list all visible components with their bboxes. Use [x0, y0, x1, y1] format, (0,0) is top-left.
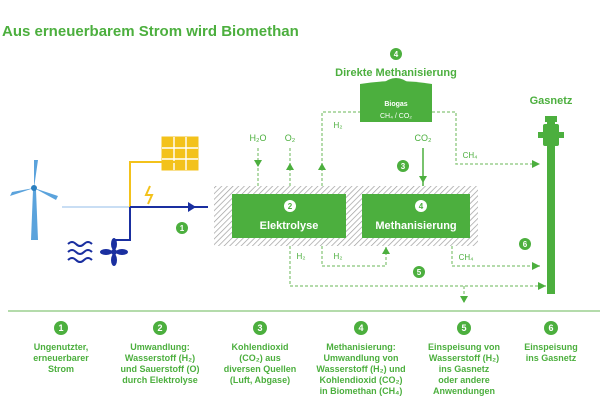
legend-line: Methanisierung: [326, 342, 396, 352]
biogas-to-grid-arrow [532, 160, 540, 168]
co2-arrow [419, 176, 427, 183]
h2-up-arrow [318, 163, 326, 170]
step-5-marker [413, 266, 425, 278]
legend-line: Umwandlung von [323, 353, 399, 363]
legend-item-5: 5 Einspeisung von Wasserstoff (H₂) ins G… [409, 318, 519, 397]
legend-line: (CO₂) aus [239, 353, 281, 363]
legend-line: Einspeisung von [427, 342, 500, 352]
direct-methanation-number: 4 [394, 50, 399, 59]
methanation-marker [415, 200, 427, 212]
legend-line: Einspeisung [524, 342, 578, 352]
methanation-label: Methanisierung [375, 220, 456, 232]
h2o-arrow [254, 160, 262, 167]
legend-text: Methanisierung: Umwandlung von Wassersto… [306, 342, 416, 397]
biogas-tank: Biogas CH₄ / CO₂ [360, 78, 432, 122]
h2-to-grid-line [289, 246, 546, 287]
legend-line: in Biomethan (CH₄) [319, 386, 403, 396]
h2-lower-left-label: H₂ [297, 252, 306, 261]
methanation-number: 4 [419, 202, 424, 211]
h2o-label: H₂O [250, 133, 267, 143]
legend-text: Ungenutzter, erneuerbarer Strom [6, 342, 116, 375]
h2-other-use-arrow [460, 296, 468, 303]
legend-line: Strom [47, 364, 74, 374]
legend-number: 5 [457, 321, 471, 335]
page-title: Aus erneuerbarem Strom wird Biomethan [2, 23, 299, 40]
gasnetz-label: Gasnetz [530, 95, 573, 107]
biogas-formula: CH₄ / CO₂ [380, 113, 412, 120]
gas-grid-pipe [538, 116, 564, 294]
wave-icon [67, 241, 93, 263]
step-3-marker [397, 160, 409, 172]
h2-lower-mid-label: H₂ [334, 252, 343, 261]
legend-text: Umwandlung: Wasserstoff (H₂) und Sauerst… [105, 342, 215, 386]
legend-line: Kohlendioxid (CO₂) [319, 375, 403, 385]
electrolysis-number: 2 [288, 202, 293, 211]
legend-line: Anwendungen [433, 386, 495, 396]
legend-line: ins Gasnetz [438, 364, 490, 374]
legend-line: (Luft, Abgase) [229, 375, 291, 385]
legend-item-6: 6 Einspeisung ins Gasnetz [496, 318, 606, 364]
legend-text: Kohlendioxid (CO₂) aus diversen Quellen … [205, 342, 315, 386]
o2-label: O₂ [285, 133, 296, 143]
biogas-label: Biogas [384, 101, 407, 108]
legend-number: 6 [544, 321, 558, 335]
step-6-number: 6 [523, 240, 528, 249]
legend-line: Umwandlung: [130, 342, 190, 352]
legend-line: Ungenutzter, [33, 342, 89, 352]
biogas-to-grid-line [432, 111, 540, 165]
step-1-marker [176, 222, 188, 234]
legend-item-4: 4 Methanisierung: Umwandlung von Wassers… [306, 318, 416, 397]
h2-upper-label: H₂ [334, 121, 343, 130]
legend-text: Einspeisung ins Gasnetz [496, 342, 606, 364]
direct-methanation-label: Direkte Methanisierung [335, 67, 457, 79]
ch4-upper-label: CH₄ [463, 151, 478, 160]
step-5-number: 5 [417, 268, 422, 277]
h2-to-methanation-arrow [382, 247, 390, 254]
hydro-power-line [114, 207, 131, 241]
legend-number: 2 [153, 321, 167, 335]
legend-text: Einspeisung von Wasserstoff (H₂) ins Gas… [409, 342, 519, 397]
h2-to-methanation-line [321, 246, 387, 267]
legend-number: 3 [253, 321, 267, 335]
step-3-number: 3 [401, 162, 406, 171]
turbine-icon [100, 238, 128, 266]
electrolysis-marker [284, 200, 296, 212]
methanation-to-grid-arrow [532, 262, 540, 270]
co2-label: CO₂ [415, 133, 433, 143]
electrolysis-label: Elektrolyse [260, 220, 319, 232]
solar-power-line [129, 161, 180, 207]
legend-item-1: 1 Ungenutzter, erneuerbarer Strom [6, 318, 116, 375]
legend-item-2: 2 Umwandlung: Wasserstoff (H₂) und Sauer… [105, 318, 215, 386]
methanation-to-grid-line [451, 246, 540, 267]
step-6-marker [519, 238, 531, 250]
ch4-lower-label: CH₄ [459, 253, 474, 262]
step-1-number: 1 [180, 224, 185, 233]
power-arrow [188, 202, 196, 212]
legend-line: Wasserstoff (H₂) [428, 353, 500, 363]
legend-line: oder andere [438, 375, 490, 385]
wind-turbine-icon [10, 160, 58, 240]
legend-number: 1 [54, 321, 68, 335]
o2-arrow [286, 163, 294, 170]
legend-line: Wasserstoff (H₂) [124, 353, 196, 363]
legend-line: ins Gasnetz [525, 353, 577, 363]
legend-line: diversen Quellen [223, 364, 297, 374]
legend-line: erneuerbarer [33, 353, 89, 363]
h2-to-grid-arrow [538, 282, 546, 290]
legend-line: Kohlendioxid [231, 342, 289, 352]
lightning-icon [144, 185, 154, 205]
methanation-box [362, 194, 470, 238]
solar-panel-icon [161, 136, 199, 171]
direct-methanation-marker [390, 48, 402, 60]
legend-item-3: 3 Kohlendioxid (CO₂) aus diversen Quelle… [205, 318, 315, 386]
legend-line: durch Elektrolyse [122, 375, 198, 385]
legend-line: Wasserstoff (H₂) und [316, 364, 406, 374]
legend-line: und Sauerstoff (O) [120, 364, 200, 374]
legend-number: 4 [354, 321, 368, 335]
